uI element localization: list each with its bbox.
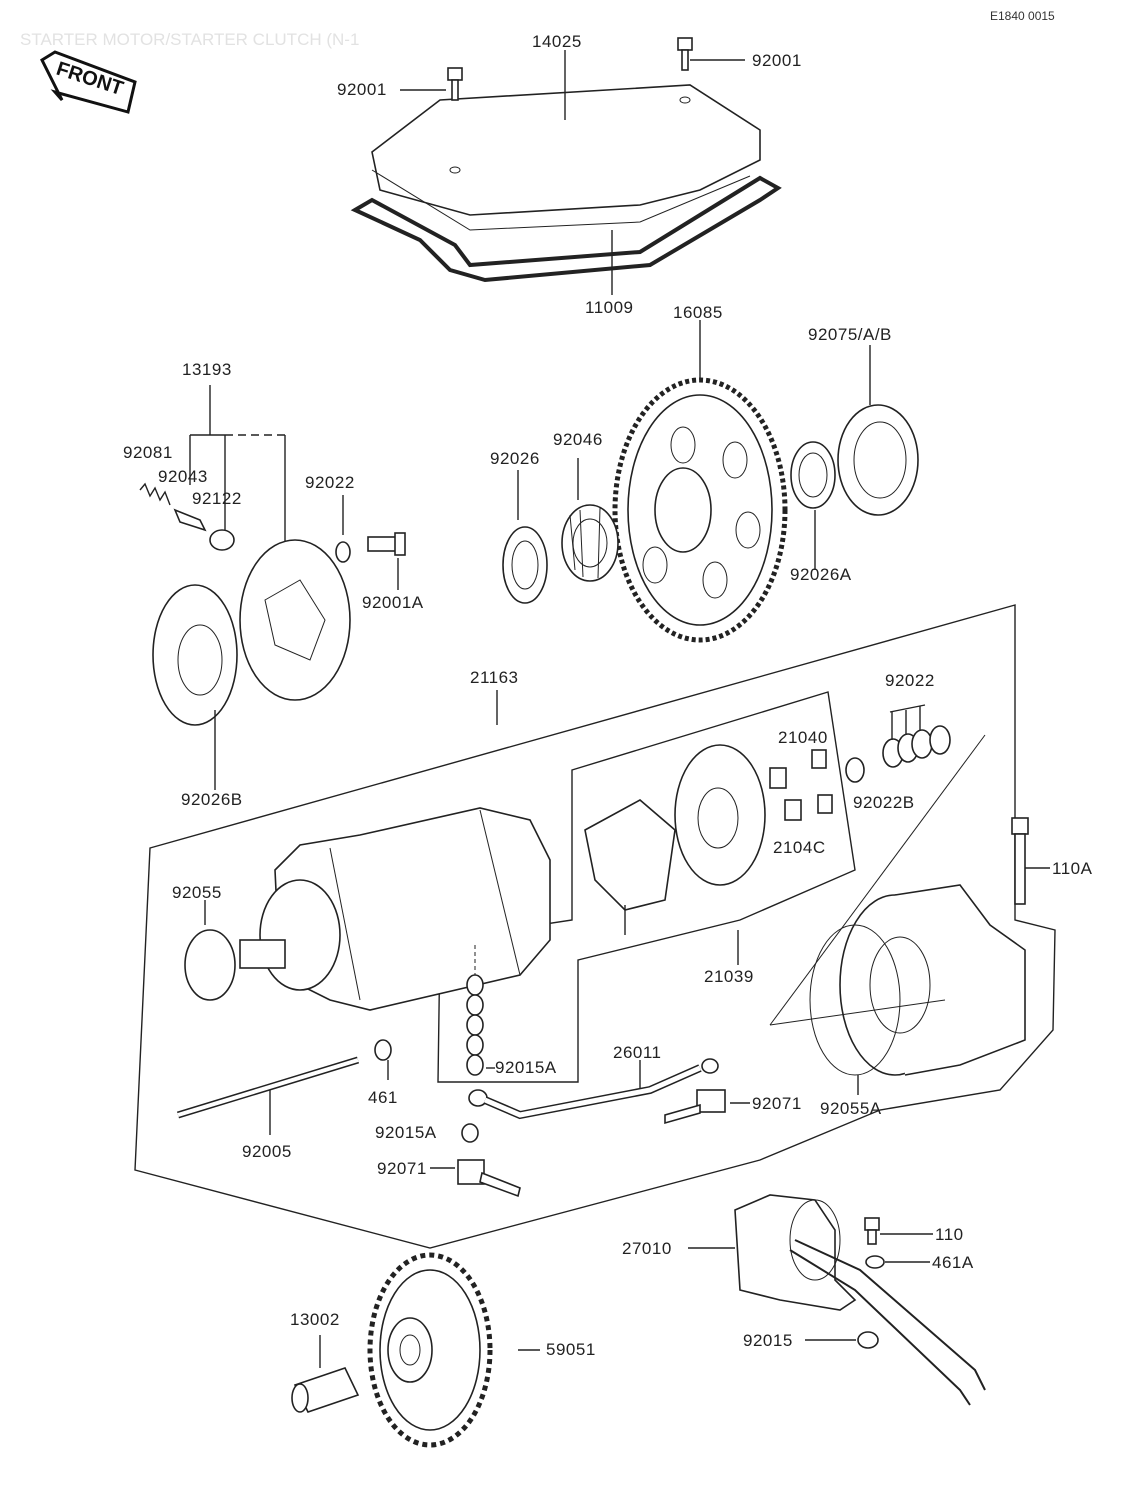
label-13002: 13002	[290, 1310, 340, 1329]
gasket-part	[350, 175, 782, 283]
o-ring-92055-part	[184, 929, 236, 1001]
label-2104C: 2104C	[773, 838, 826, 857]
starter-motor-part	[239, 807, 551, 1011]
bolt-92001-right	[677, 37, 693, 71]
label-92026: 92026	[490, 449, 540, 468]
label-92075: 92075/A/B	[808, 325, 892, 344]
nut-92071-right-part	[664, 1089, 726, 1125]
roller-92122-part	[209, 529, 235, 551]
needle-bearing-part	[561, 504, 619, 582]
label-92001-right: 92001	[752, 51, 802, 70]
label-92001-left: 92001	[337, 80, 387, 99]
label-110A: 110A	[1052, 859, 1093, 878]
label-92001A: 92001A	[362, 593, 424, 612]
pin-92043-part	[173, 508, 207, 532]
label-92026B: 92026B	[181, 790, 243, 809]
diagram-title: STARTER MOTOR/STARTER CLUTCH (N-1	[20, 30, 359, 49]
washers-92022-right-part	[882, 704, 951, 768]
label-92043: 92043	[158, 467, 208, 486]
label-21040: 21040	[778, 728, 828, 747]
front-arrow: FRONT	[40, 50, 137, 114]
o-ring-92055A-part	[809, 924, 901, 1076]
washer-92022-top-part	[335, 541, 351, 563]
label-92015: 92015	[743, 1331, 793, 1350]
label-92122: 92122	[192, 489, 242, 508]
label-92071-left: 92071	[377, 1159, 427, 1178]
relay-27010-part	[734, 1194, 986, 1406]
label-59051: 59051	[546, 1340, 596, 1359]
washer-92075-part	[837, 404, 919, 516]
label-92015A-b: 92015A	[375, 1123, 437, 1142]
label-92046: 92046	[553, 430, 603, 449]
assembly-frame-21163	[134, 604, 1056, 1249]
bolt-92001A-part	[367, 532, 406, 556]
label-16085: 16085	[673, 303, 723, 322]
plate-92026B-part	[152, 584, 238, 726]
nut-stack-part	[466, 945, 484, 1076]
label-92026A: 92026A	[790, 565, 852, 584]
washer-461-part	[374, 1039, 392, 1061]
cable-26011-part	[468, 1058, 719, 1120]
brush-holder-part	[584, 744, 766, 935]
label-21163: 21163	[470, 668, 519, 687]
brushes-21040-part	[769, 749, 833, 821]
clutch-gear-part	[612, 377, 788, 643]
label-92015A-a: 92015A	[495, 1058, 557, 1077]
nut-92071-left-part	[457, 1159, 521, 1198]
washer-92022B-part	[845, 757, 865, 783]
through-bolt-92005-part	[176, 1056, 360, 1119]
label-92055A: 92055A	[820, 1099, 882, 1118]
label-110: 110	[935, 1225, 964, 1244]
label-92081: 92081	[123, 443, 173, 462]
label-13193: 13193	[182, 360, 232, 379]
nut-92015A-b-part	[461, 1123, 479, 1143]
nut-92015-part	[857, 1331, 879, 1349]
clutch-housing-part	[239, 539, 351, 701]
end-cover-part	[769, 734, 1026, 1076]
label-92022-right: 92022	[885, 671, 935, 690]
washer-92026-part	[502, 526, 548, 604]
diagram-code: E1840 0015	[990, 9, 1055, 23]
cover-part	[371, 84, 761, 231]
label-92022B: 92022B	[853, 793, 915, 812]
label-461: 461	[368, 1088, 398, 1107]
label-14025: 14025	[532, 32, 582, 51]
washer-92026A-part	[790, 441, 836, 509]
bolt-110A-part	[1011, 817, 1029, 905]
label-11009: 11009	[585, 298, 634, 317]
label-92055: 92055	[172, 883, 222, 902]
label-27010: 27010	[622, 1239, 672, 1258]
label-26011: 26011	[613, 1043, 662, 1062]
spring-92081-part	[139, 482, 171, 506]
label-461A: 461A	[932, 1253, 974, 1272]
idle-gear-59051-part	[367, 1252, 493, 1448]
label-92005: 92005	[242, 1142, 292, 1161]
label-92022-top: 92022	[305, 473, 355, 492]
shaft-13002-part	[291, 1367, 360, 1413]
bolt-92001-left	[447, 67, 463, 101]
label-92071-right: 92071	[752, 1094, 802, 1113]
washer-461A-part	[865, 1255, 885, 1269]
label-21039: 21039	[704, 967, 754, 986]
bolt-110-part	[864, 1217, 880, 1245]
